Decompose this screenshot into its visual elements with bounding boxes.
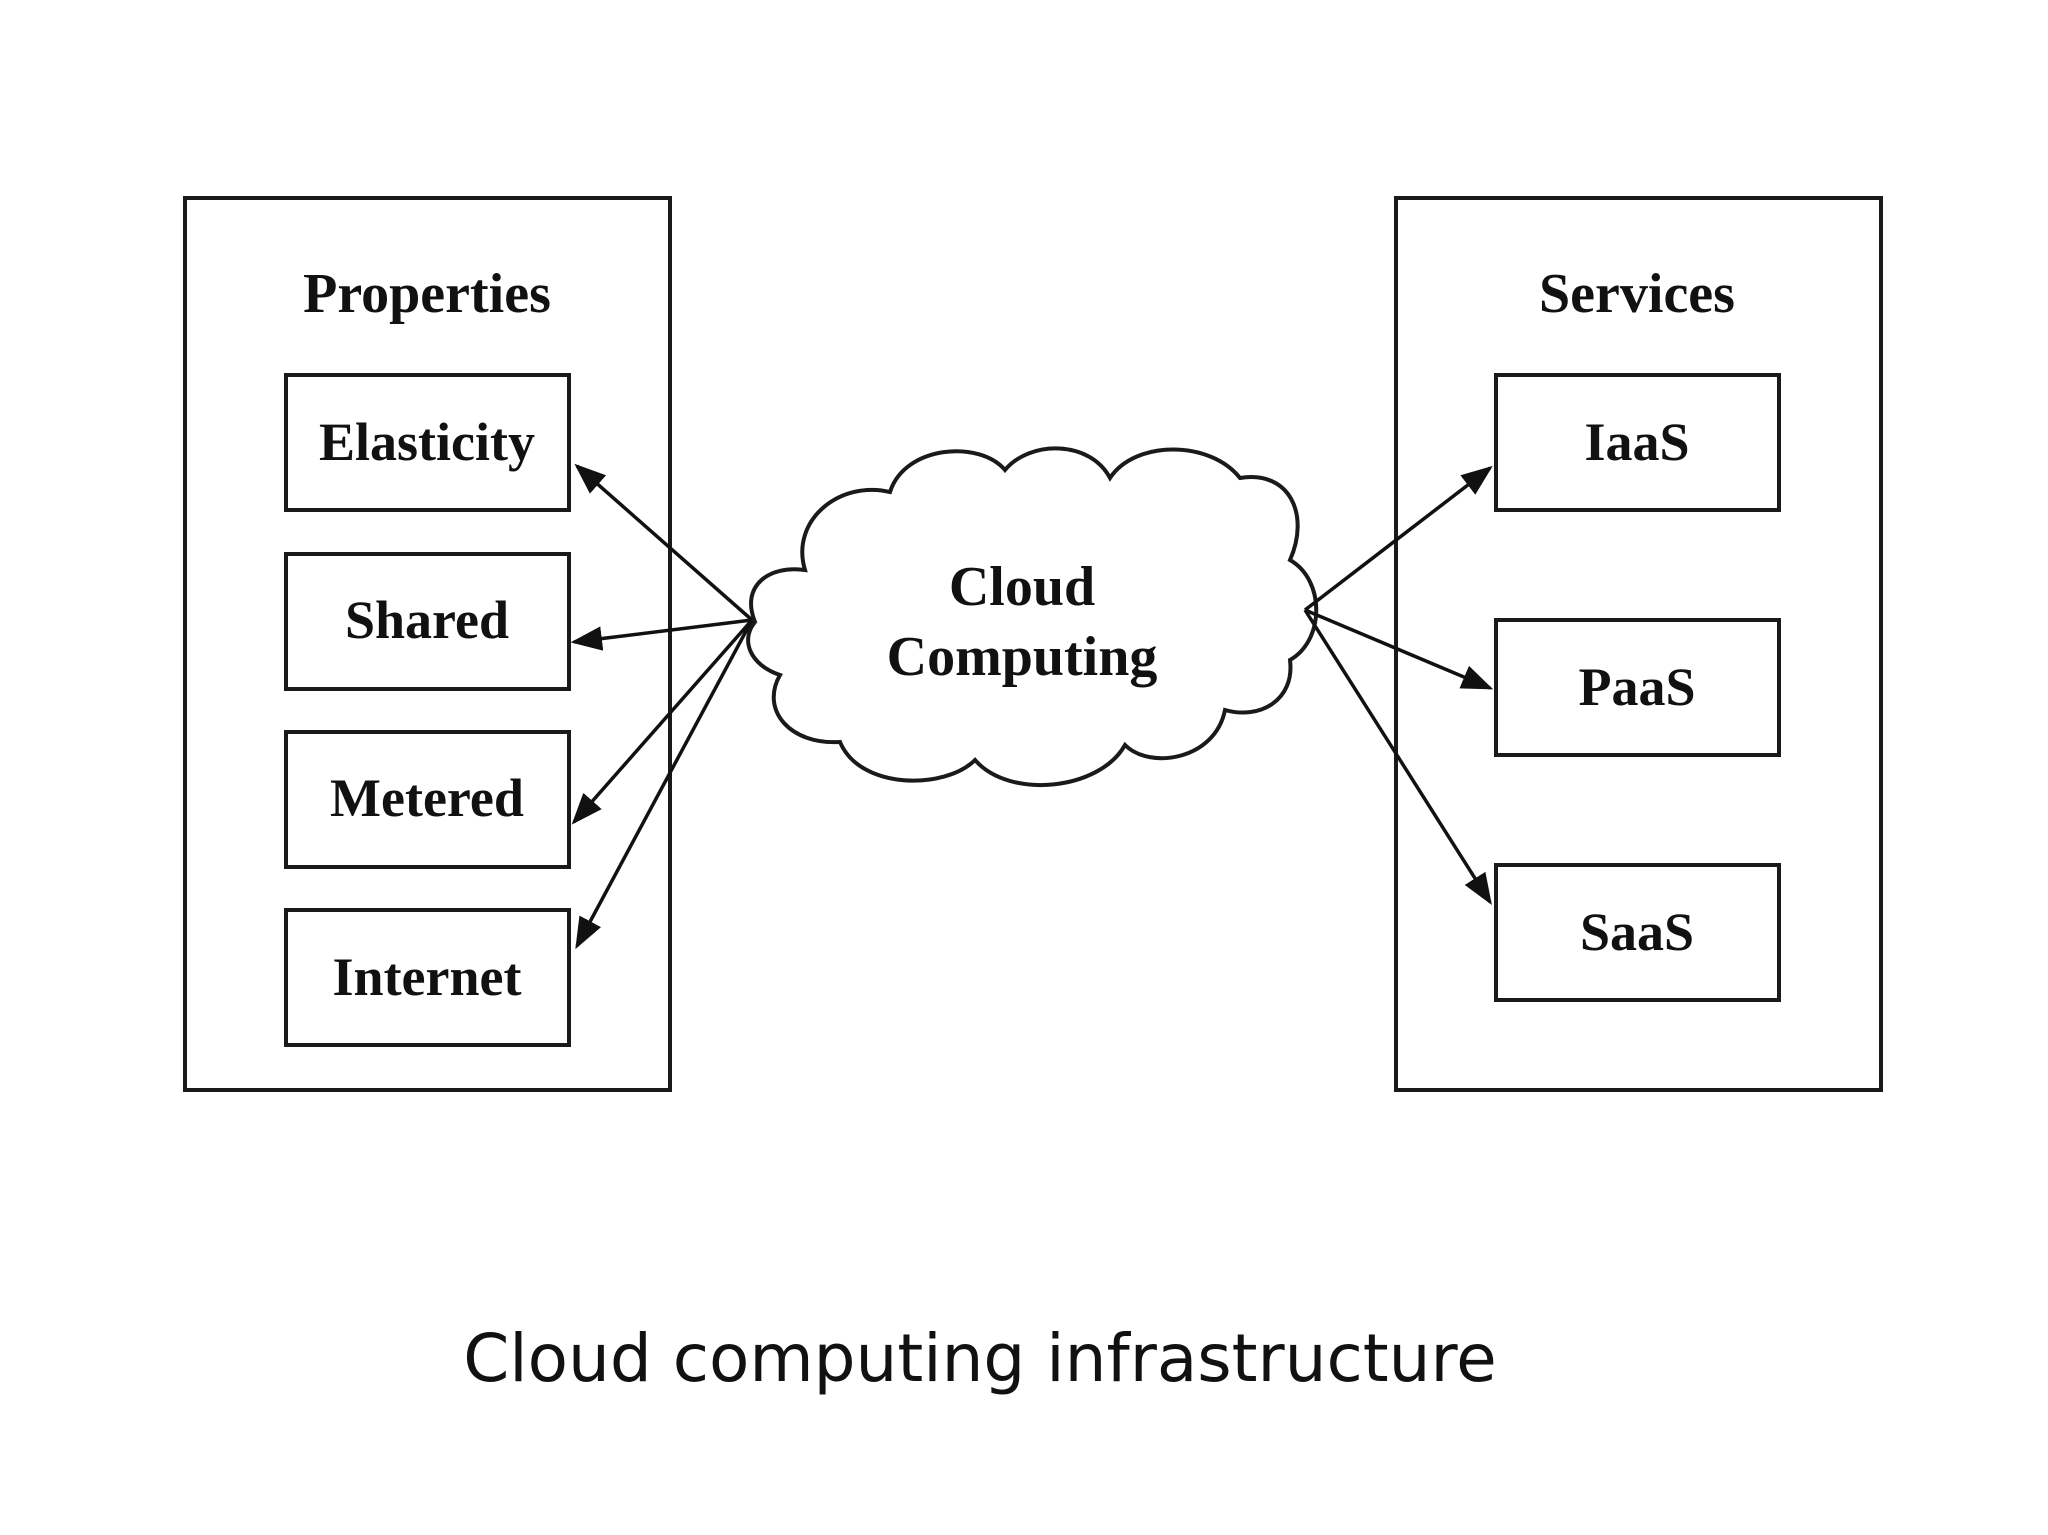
property-box-shared: Shared	[284, 552, 571, 691]
property-box-internet: Internet	[284, 908, 571, 1047]
arrow-to-internet	[575, 619, 754, 950]
cloud-label-line2: Computing	[887, 626, 1158, 688]
properties-panel: Properties Elasticity Shared Metered Int…	[183, 196, 672, 1092]
cloud-outline	[746, 446, 1319, 788]
properties-title: Properties	[303, 263, 551, 325]
property-label: Metered	[330, 768, 524, 828]
cloud-shape: Cloud Computing	[746, 446, 1319, 788]
arrow-to-shared	[570, 618, 753, 651]
arrow-to-paas	[1304, 608, 1494, 690]
services-panel-border	[1394, 196, 1883, 1092]
service-box-paas: PaaS	[1494, 618, 1781, 757]
arrow-to-elasticity	[574, 463, 754, 622]
arrow-to-metered	[571, 618, 754, 825]
service-box-saas: SaaS	[1494, 863, 1781, 1002]
cloud-label-line1: Cloud	[949, 556, 1095, 618]
figure-caption: Cloud computing infrastructure	[463, 1320, 1497, 1397]
property-label: Shared	[345, 590, 509, 650]
service-label: SaaS	[1580, 902, 1694, 962]
arrow-to-saas	[1303, 609, 1492, 905]
property-label: Internet	[333, 947, 522, 1007]
arrow-to-iaas	[1303, 465, 1493, 612]
services-title: Services	[1539, 263, 1735, 325]
service-label: IaaS	[1584, 412, 1689, 472]
services-panel: Services IaaS PaaS SaaS	[1394, 196, 1883, 1092]
service-arrows	[1303, 465, 1494, 905]
property-box-metered: Metered	[284, 730, 571, 869]
properties-panel-border	[183, 196, 672, 1092]
property-arrows	[570, 463, 754, 950]
property-label: Elasticity	[319, 412, 535, 472]
service-box-iaas: IaaS	[1494, 373, 1781, 512]
service-label: PaaS	[1578, 657, 1695, 717]
property-box-elasticity: Elasticity	[284, 373, 571, 512]
